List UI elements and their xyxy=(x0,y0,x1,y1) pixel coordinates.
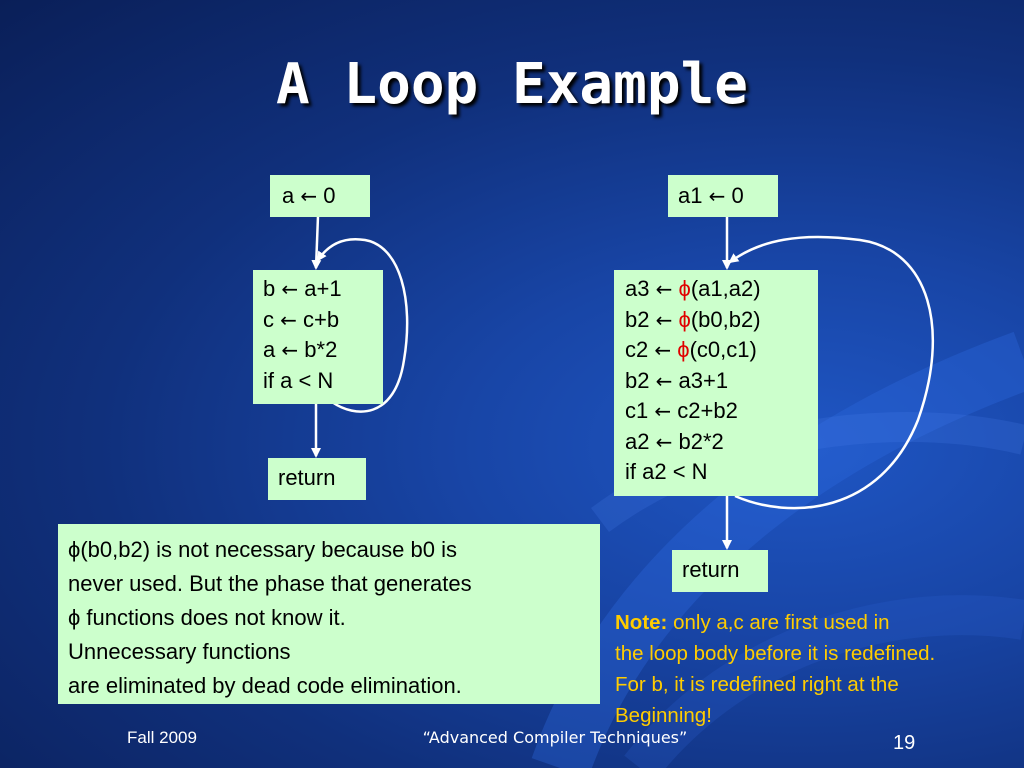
left-entry-block: a ← 0 xyxy=(270,175,370,217)
left-loop-condition: if a < N xyxy=(263,367,334,393)
phi-explanation-box: ϕ(b0,b2) is not necessary because b0 is … xyxy=(58,524,600,704)
right-body-stmt-2: c1 ← c2+b2 xyxy=(625,398,738,423)
assign-arrow: ← xyxy=(281,277,299,301)
right-body-stmt-3: a2 ← b2*2 xyxy=(625,428,724,454)
note-line-1: Note: only a,c are first used in xyxy=(615,611,890,634)
phi-function: ϕ xyxy=(677,337,690,362)
note-line-2: the loop body before it is redefined. xyxy=(615,642,936,665)
left-body-stmt-3: a ← b*2 xyxy=(263,337,338,362)
left-body-stmt-1: b ← a+1 xyxy=(263,276,342,301)
left-return-block: return xyxy=(268,458,366,500)
phi-explanation-line-1: ϕ(b0,b2) is not necessary because b0 is xyxy=(68,537,457,562)
left-body-stmt-2: c ← c+b xyxy=(263,306,340,332)
note-line-4: Beginning! xyxy=(615,704,712,727)
right-return-block: return xyxy=(672,550,768,592)
phi-explanation-line-3: ϕ functions does not know it. xyxy=(68,605,346,630)
right-phi-stmt-1: a3 ← ϕ(a1,a2) xyxy=(625,276,761,301)
right-body-stmt-1: b2 ← a3+1 xyxy=(625,367,729,393)
assign-arrow: ← xyxy=(654,338,672,362)
phi-explanation-line-2: never used. But the phase that generates xyxy=(68,571,472,596)
right-loop-condition: if a2 < N xyxy=(625,459,708,484)
left-loop-body-block: b ← a+1 c ← c+b a ← b*2 if a < N xyxy=(253,270,383,404)
note-text: Note: only a,c are first used in the loo… xyxy=(615,607,1020,731)
phi-explanation-line-4: Unnecessary functions xyxy=(68,639,291,664)
left-return-stmt: return xyxy=(278,465,336,490)
assign-arrow: ← xyxy=(281,338,299,362)
phi-function: ϕ xyxy=(678,276,691,301)
left-entry-stmt: a ← 0 xyxy=(282,183,336,208)
right-entry-block: a1 ← 0 xyxy=(668,175,778,217)
right-phi-stmt-3: c2 ← ϕ(c0,c1) xyxy=(625,337,757,362)
right-entry-stmt: a1 ← 0 xyxy=(678,183,744,208)
assign-arrow: ← xyxy=(300,184,318,208)
assign-arrow: ← xyxy=(655,429,673,454)
footer-page-number: 19 xyxy=(893,732,916,754)
assign-arrow: ← xyxy=(280,307,297,332)
note-line-3: For b, it is redefined right at the xyxy=(615,673,899,696)
assign-arrow: ← xyxy=(655,277,673,301)
right-return-stmt: return xyxy=(682,557,740,582)
footer-date: Fall 2009 xyxy=(127,728,197,747)
right-phi-stmt-2: b2 ← ϕ(b0,b2) xyxy=(625,306,761,332)
right-loop-body-block: a3 ← ϕ(a1,a2) b2 ← ϕ(b0,b2) c2 ← ϕ(c0,c1… xyxy=(614,270,818,496)
note-label: Note: xyxy=(615,611,668,634)
assign-arrow: ← xyxy=(654,399,672,423)
assign-arrow: ← xyxy=(708,184,726,208)
footer-course-title: “Advanced Compiler Techniques” xyxy=(422,728,688,747)
phi-explanation-line-5: are eliminated by dead code elimination. xyxy=(68,673,462,698)
assign-arrow: ← xyxy=(655,307,673,332)
slide-title: A Loop Example xyxy=(275,52,748,117)
phi-function: ϕ xyxy=(678,306,691,332)
assign-arrow: ← xyxy=(655,368,673,393)
